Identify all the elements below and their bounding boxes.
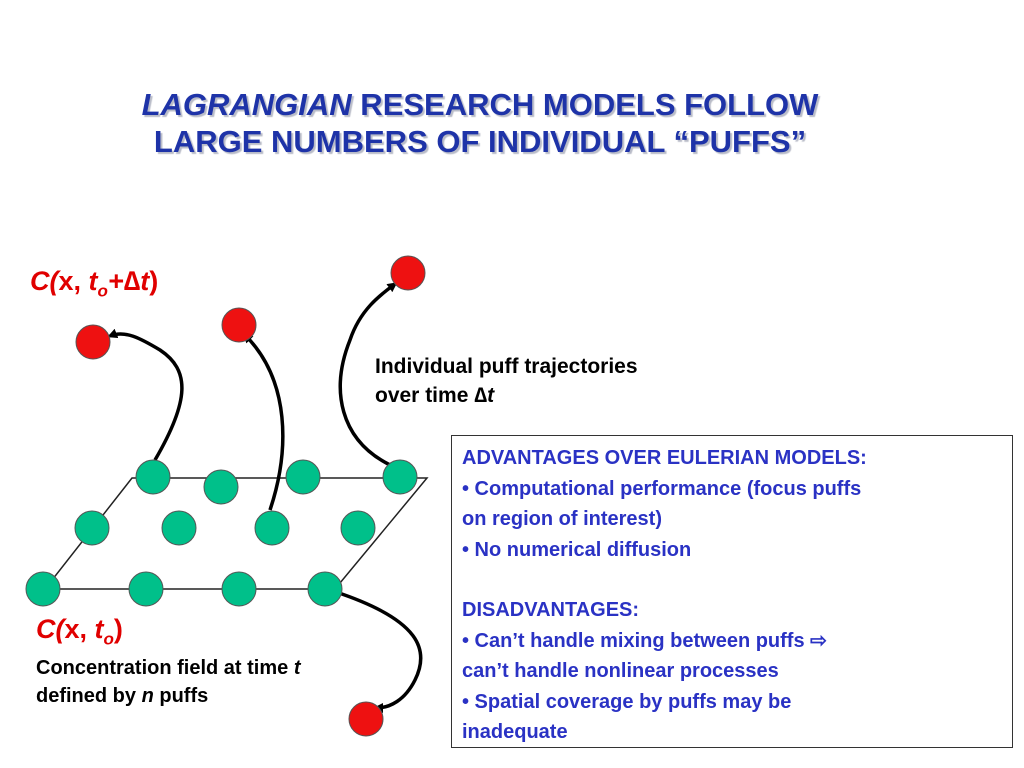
puff-green [285, 459, 321, 495]
puff-green [128, 571, 164, 607]
disadvantages-header: DISADVANTAGES: [462, 599, 640, 621]
puff-red [75, 324, 111, 360]
advantage-item-2: • No numerical diffusion [462, 538, 692, 561]
puff-red [348, 701, 384, 737]
puff-green [203, 469, 239, 505]
trajectory-curve-2 [242, 332, 285, 511]
puff-green [74, 510, 110, 546]
right-arrow-icon: ⇨ [810, 629, 827, 652]
puff-green [340, 510, 376, 546]
disadvantage-item-2b: inadequate [462, 721, 568, 743]
trajectory-curve-3 [338, 282, 398, 467]
disadvantage-item-2a: • Spatial coverage by puffs may be [462, 690, 792, 713]
advantage-item-1a: • Computational performance (focus puffs [462, 477, 862, 500]
puff-green [254, 510, 290, 546]
title-line1-rest: RESEARCH MODELS FOLLOW [351, 87, 819, 122]
puff-green [221, 571, 257, 607]
puff-green [135, 459, 171, 495]
puff-green [382, 459, 418, 495]
trajectory-caption: Individual puff trajectories over time ∆… [375, 355, 638, 407]
slide-title: LAGRANGIAN RESEARCH MODELS FOLLOW LARGE … [60, 86, 900, 160]
trajectory-curve-4 [335, 590, 423, 713]
concentration-label-later: C(x, to+∆t) [30, 266, 159, 301]
disadvantage-item-1a: • Can’t handle mixing between puffs ⇨ [462, 626, 1002, 657]
advantage-item-1b: on region of interest) [462, 508, 662, 530]
puff-green [161, 510, 197, 546]
puff-red [390, 255, 426, 291]
disadvantage-item-1b: can’t handle nonlinear processes [462, 660, 779, 682]
advantages-header: ADVANTAGES OVER EULERIAN MODELS: [462, 447, 867, 469]
pros-cons-box: ADVANTAGES OVER EULERIAN MODELS: • Compu… [451, 435, 1013, 748]
spacer [462, 565, 1002, 595]
trajectory-curve-1 [107, 328, 184, 461]
puff-green [25, 571, 61, 607]
puff-red [221, 307, 257, 343]
puff-green [307, 571, 343, 607]
title-italic-word: LAGRANGIAN [141, 87, 352, 122]
concentration-label-initial: C(x, to) [36, 614, 123, 649]
concentration-caption: Concentration field at time t defined by… [36, 657, 301, 707]
title-line2: LARGE NUMBERS OF INDIVIDUAL “PUFFS” [153, 124, 807, 159]
